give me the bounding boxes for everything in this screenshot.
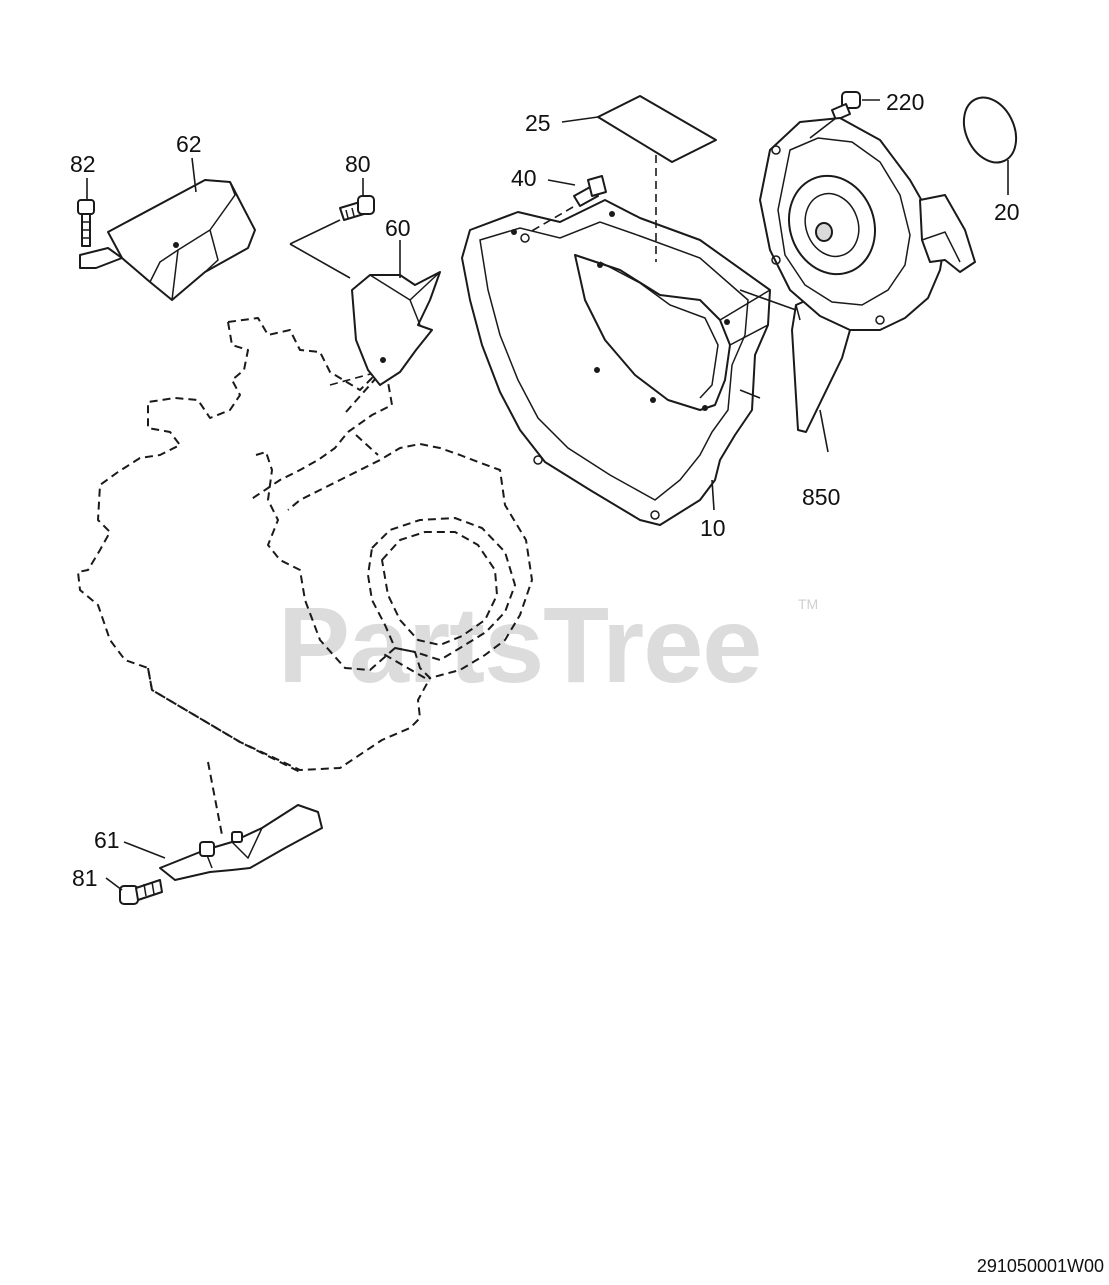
callout-82: 82 (70, 151, 96, 177)
bracket-61 (159, 804, 323, 881)
callout-850: 850 (802, 484, 840, 510)
callout-81: 81 (72, 865, 98, 891)
callout-80: 80 (345, 151, 371, 177)
callout-61: 61 (94, 827, 120, 853)
bolt-82 (77, 199, 95, 247)
cover-60 (351, 271, 441, 386)
label-plate-25 (597, 95, 717, 163)
bolt-40 (573, 175, 607, 207)
shroud-plate-62 (79, 179, 256, 301)
callout-60: 60 (385, 215, 411, 241)
callout-25: 25 (525, 110, 551, 136)
recoil-starter (759, 117, 976, 331)
diagram-code: 291050001W00 (977, 1256, 1104, 1276)
blower-housing-10 (461, 199, 771, 526)
callout-10: 10 (700, 515, 726, 541)
bolt-80 (339, 195, 375, 221)
callout-labels: 82 62 80 60 25 40 220 20 850 10 61 81 (70, 89, 1020, 891)
engine-block-outline (77, 317, 533, 836)
bolt-81 (119, 879, 163, 905)
decal-20 (962, 96, 1018, 164)
bolt-220 (831, 91, 861, 121)
callout-62: 62 (176, 131, 202, 157)
watermark-trademark: TM (798, 596, 818, 612)
callout-20: 20 (994, 199, 1020, 225)
leader-lines (86, 99, 1009, 891)
callout-220: 220 (886, 89, 924, 115)
callout-40: 40 (511, 165, 537, 191)
watermark-text: PartsTree (278, 584, 761, 705)
